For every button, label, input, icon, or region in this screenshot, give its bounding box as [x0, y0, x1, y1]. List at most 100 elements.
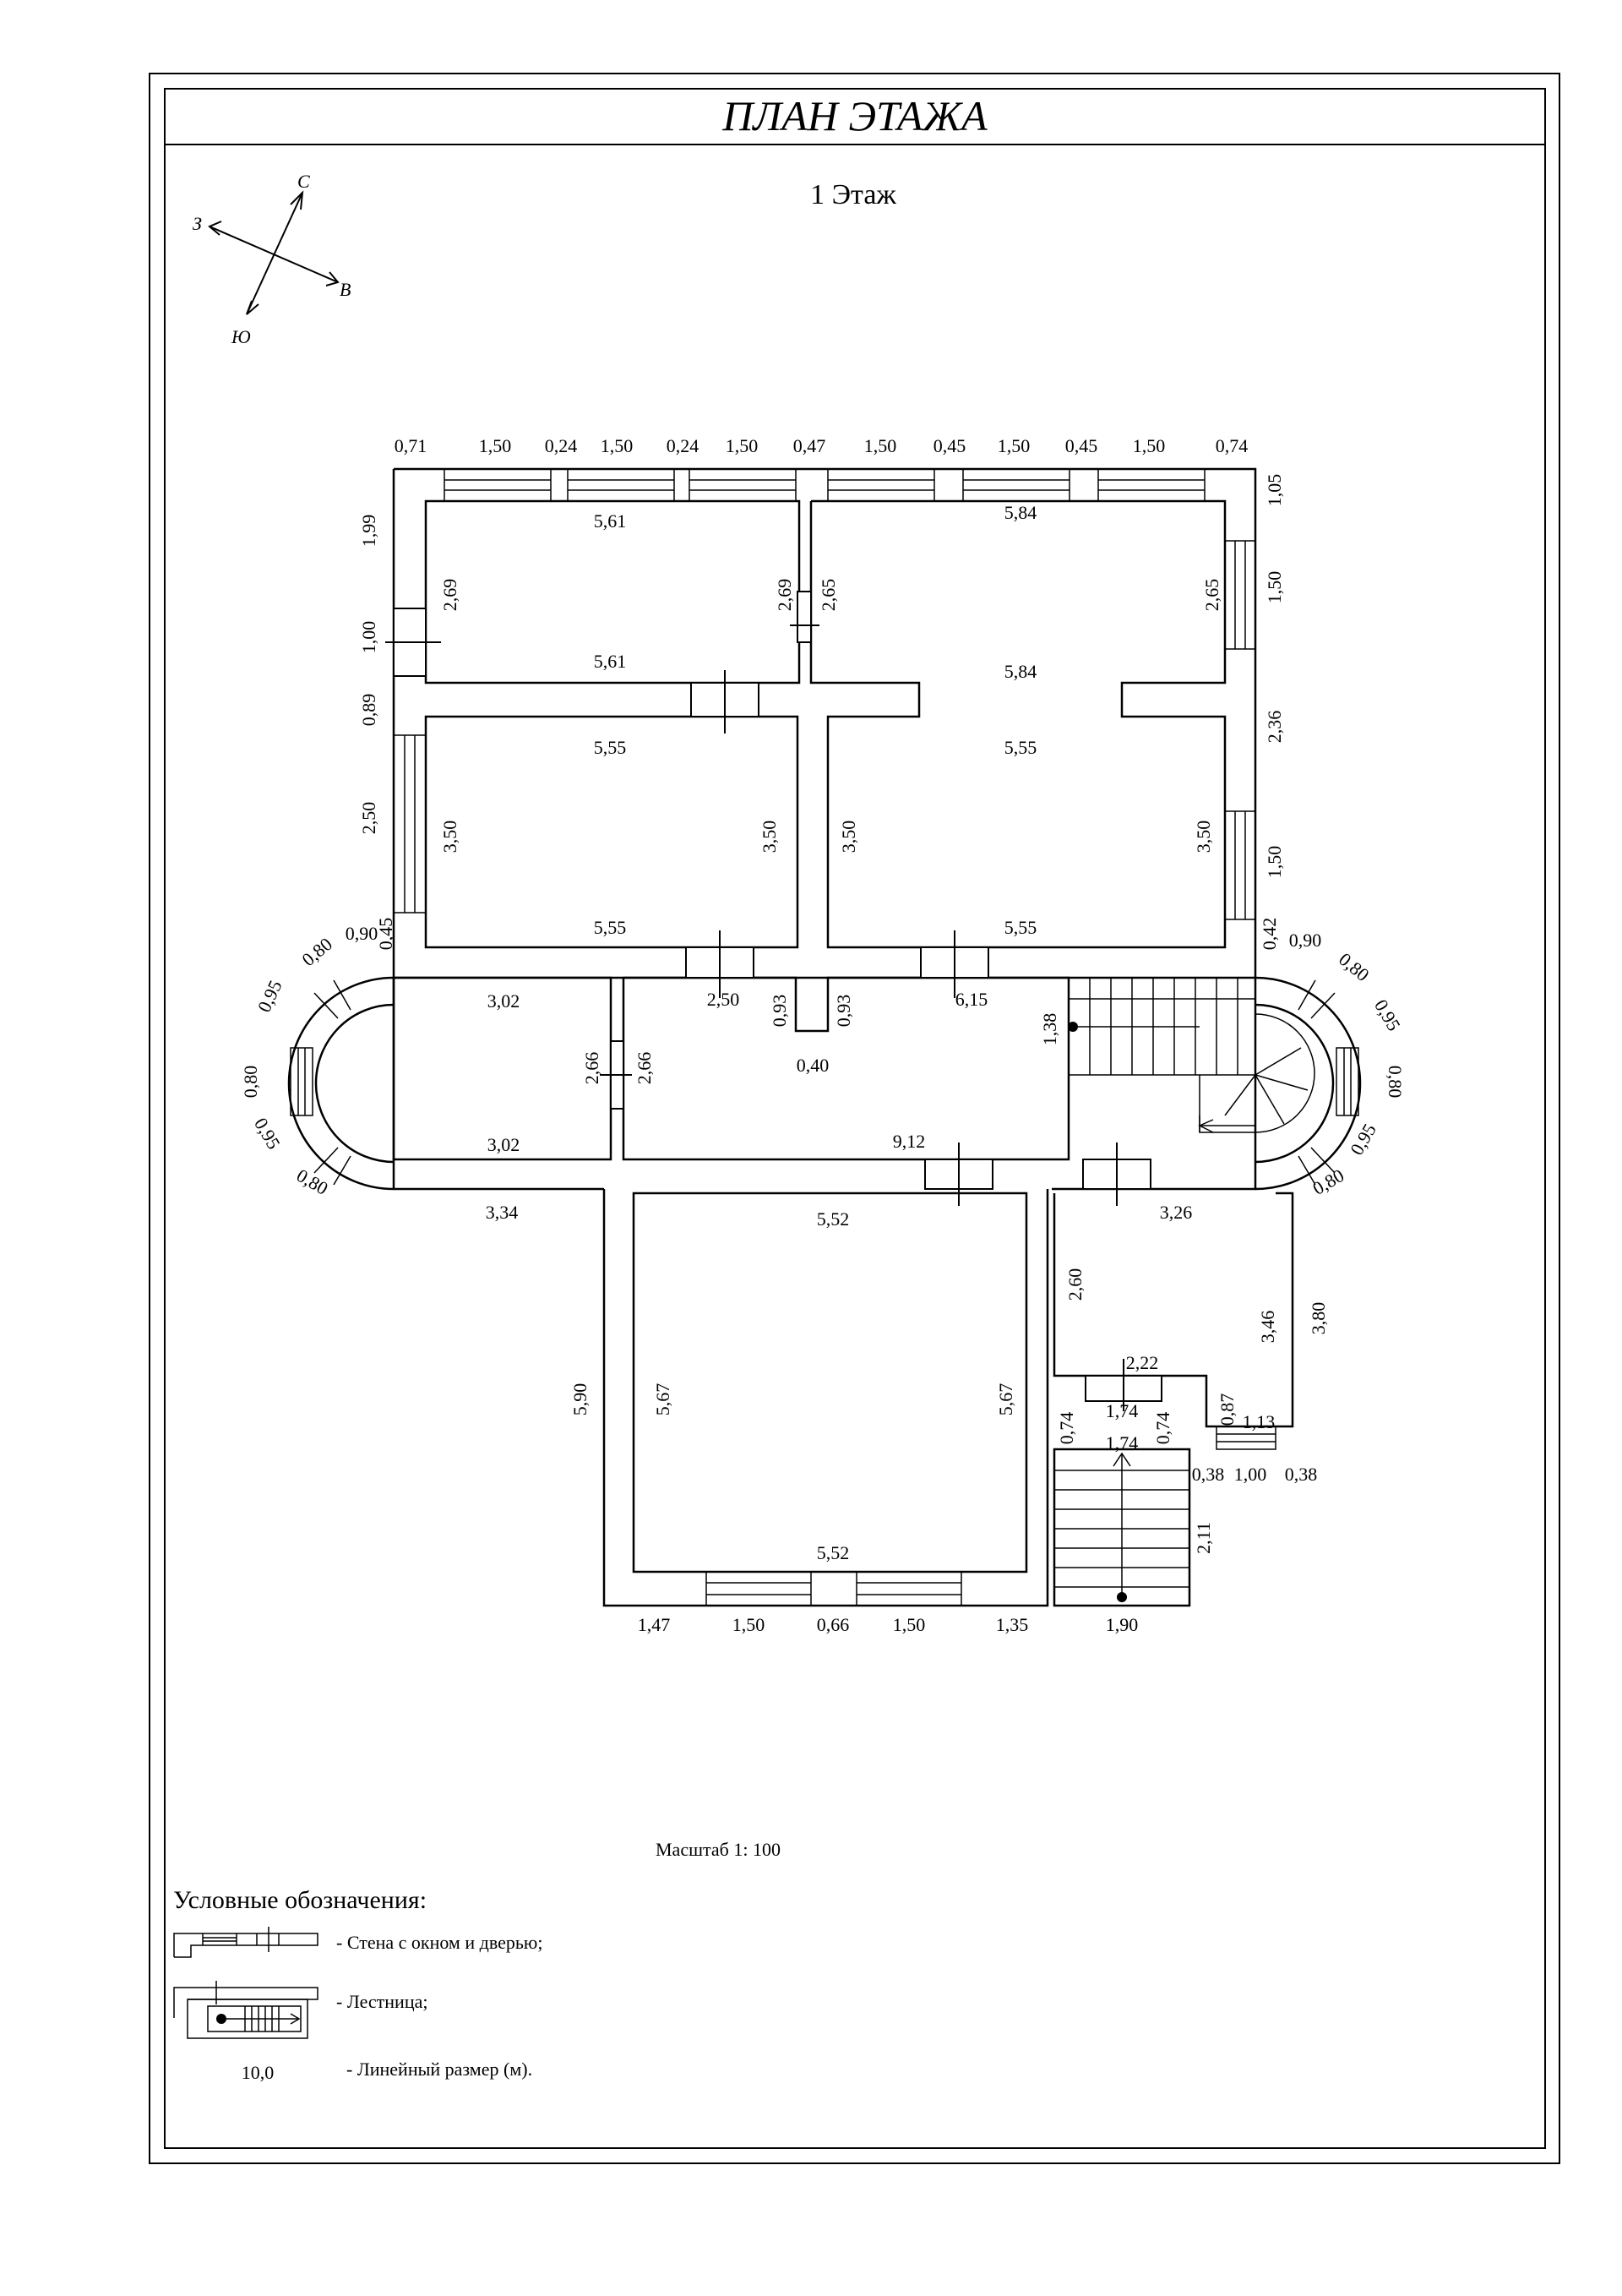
dims-top: 0,71 1,50 0,24 1,50 0,24 1,50 0,47 1,50 …	[395, 435, 1249, 456]
dim-porch-stair: 2,11	[1193, 1522, 1214, 1554]
dim-w3-top: 3,02	[487, 990, 520, 1012]
dim-hall-5: 6,15	[955, 989, 988, 1010]
bay-right	[1255, 976, 1362, 1191]
bay-left	[287, 976, 395, 1191]
dim-bayl-3: 0,80	[297, 933, 336, 970]
dims-rooms: 5,61 5,61 2,69 2,69 5,84 5,84 2,65 2,65 …	[439, 502, 1222, 1563]
dim-top-9: 0,45	[933, 435, 966, 456]
dim-porch-h: 2,60	[1064, 1268, 1086, 1301]
dim-top-2: 1,50	[479, 435, 512, 456]
dims-bottom: 1,47 1,50 0,66 1,50 1,35 1,90	[638, 1614, 1139, 1635]
dim-s-left: 5,67	[652, 1383, 673, 1416]
dim-porch-g: 1,74	[1106, 1400, 1139, 1421]
inner-frame	[164, 88, 1546, 2149]
dim-top-13: 0,74	[1216, 435, 1249, 456]
dim-top-5: 0,24	[667, 435, 699, 456]
dim-porch-h3: 3,80	[1308, 1302, 1329, 1335]
dim-top-7: 0,47	[793, 435, 826, 456]
legend-dimension-sample: 10,0	[241, 2062, 275, 2083]
dim-right-4: 1,50	[1264, 846, 1285, 879]
compass-east-label: В	[340, 279, 351, 300]
legend-wall-label: - Стена с окном и дверью;	[336, 1932, 543, 1953]
compass-icon	[208, 190, 340, 315]
dim-bayl-6: 0,95	[250, 1114, 285, 1153]
staircase-porch	[1054, 1452, 1189, 1597]
dim-s-right: 5,67	[995, 1383, 1016, 1416]
dim-right-1: 1,05	[1264, 474, 1285, 507]
dim-hall-4: 0,40	[797, 1055, 830, 1076]
floor-name: 1 Этаж	[810, 179, 896, 210]
dim-ne-right: 2,65	[1201, 579, 1222, 612]
dim-s-top: 5,52	[817, 1208, 850, 1230]
dim-bayr-5: 0,80	[1385, 1066, 1406, 1099]
legend-stair-icon	[173, 1981, 318, 2039]
dim-nw-top: 5,61	[594, 510, 627, 532]
dim-porch-f: 0,74	[1056, 1412, 1077, 1445]
dim-top-3: 0,24	[545, 435, 578, 456]
dim-porch-w2: 2,22	[1126, 1352, 1159, 1373]
outer-frame	[149, 73, 1560, 2164]
dim-hall-7: 9,12	[893, 1131, 926, 1152]
dim-top-12: 1,50	[1133, 435, 1166, 456]
dim-porch-e: 0,38	[1285, 1464, 1318, 1485]
dim-right-2: 1,50	[1264, 571, 1285, 604]
dim-top-8: 1,50	[864, 435, 897, 456]
dim-e2-left: 3,50	[838, 821, 859, 854]
dim-bayr-1: 0,42	[1259, 918, 1280, 951]
dim-porch-d: 1,00	[1234, 1464, 1267, 1485]
page-title: ПЛАН ЭТАЖА	[722, 92, 988, 139]
scale-label: Масштаб 1: 100	[656, 1839, 781, 1860]
dim-e2-top: 5,55	[1004, 737, 1037, 758]
dim-top-6: 1,50	[726, 435, 759, 456]
dim-hall-6: 1,38	[1039, 1013, 1060, 1046]
dim-w3-bottom: 3,02	[487, 1134, 520, 1155]
walls	[287, 467, 1362, 1607]
bay-windows	[290, 979, 1359, 1186]
dim-w2-right: 3,50	[759, 821, 780, 854]
dim-top-10: 1,50	[998, 435, 1031, 456]
dim-porch-w: 3,26	[1160, 1202, 1193, 1223]
dim-nw-left: 2,69	[439, 579, 460, 612]
dim-hall-3: 0,93	[833, 995, 854, 1028]
dim-bayl-1: 0,45	[375, 918, 396, 951]
dim-w2-top: 5,55	[594, 737, 627, 758]
dim-below-left: 3,34	[486, 1202, 519, 1223]
compass-west-label: З	[193, 213, 202, 234]
dim-bayr-4: 0,95	[1370, 995, 1405, 1034]
dim-ne-bottom: 5,84	[1004, 661, 1037, 682]
dim-w3-left: 2,66	[581, 1052, 602, 1085]
dim-bottom-1: 1,47	[638, 1614, 671, 1635]
compass-south-label: Ю	[231, 326, 251, 347]
dim-bottom-2: 1,50	[732, 1614, 765, 1635]
compass-north-label: С	[297, 171, 310, 192]
dim-porch-a: 0,87	[1216, 1393, 1238, 1426]
legend-title: Условные обозначения:	[173, 1886, 427, 1914]
stair-start-dot	[1068, 1022, 1078, 1032]
dim-left-3: 0,89	[358, 694, 379, 727]
legend-wall-icon	[173, 1927, 318, 1958]
dim-porch-c: 0,38	[1192, 1464, 1225, 1485]
dim-w2-left: 3,50	[439, 821, 460, 854]
doors	[385, 591, 1162, 1411]
dim-w2-bottom: 5,55	[594, 917, 627, 938]
dim-porch-b: 1,13	[1243, 1411, 1276, 1432]
dim-hall-1: 2,50	[707, 989, 740, 1010]
dim-bayl-4: 0,95	[253, 977, 286, 1015]
dim-hall-2: 0,93	[769, 995, 790, 1028]
hall	[622, 976, 1070, 1161]
windows	[393, 468, 1276, 1606]
dim-bayl-5: 0,80	[240, 1066, 261, 1099]
dim-top-11: 0,45	[1065, 435, 1098, 456]
dim-bayr-2: 0,90	[1289, 930, 1322, 951]
legend-dimension-label: - Линейный размер (м).	[346, 2059, 533, 2080]
dim-left-2: 1,00	[358, 621, 379, 654]
dim-bayr-3: 0,80	[1335, 948, 1374, 985]
dims-porch: 3,26 2,60 3,46 3,80 2,22 0,87 1,13 0,38 …	[1056, 1202, 1329, 1554]
dim-s-bottom: 5,52	[817, 1542, 850, 1563]
dim-s-outer: 5,90	[569, 1383, 591, 1416]
dim-right-3: 2,36	[1264, 711, 1285, 744]
dim-top-4: 1,50	[601, 435, 634, 456]
dim-bottom-6: 1,90	[1106, 1614, 1139, 1635]
dim-w3-right: 2,66	[634, 1052, 655, 1085]
dim-nw-bottom: 5,61	[594, 651, 627, 672]
